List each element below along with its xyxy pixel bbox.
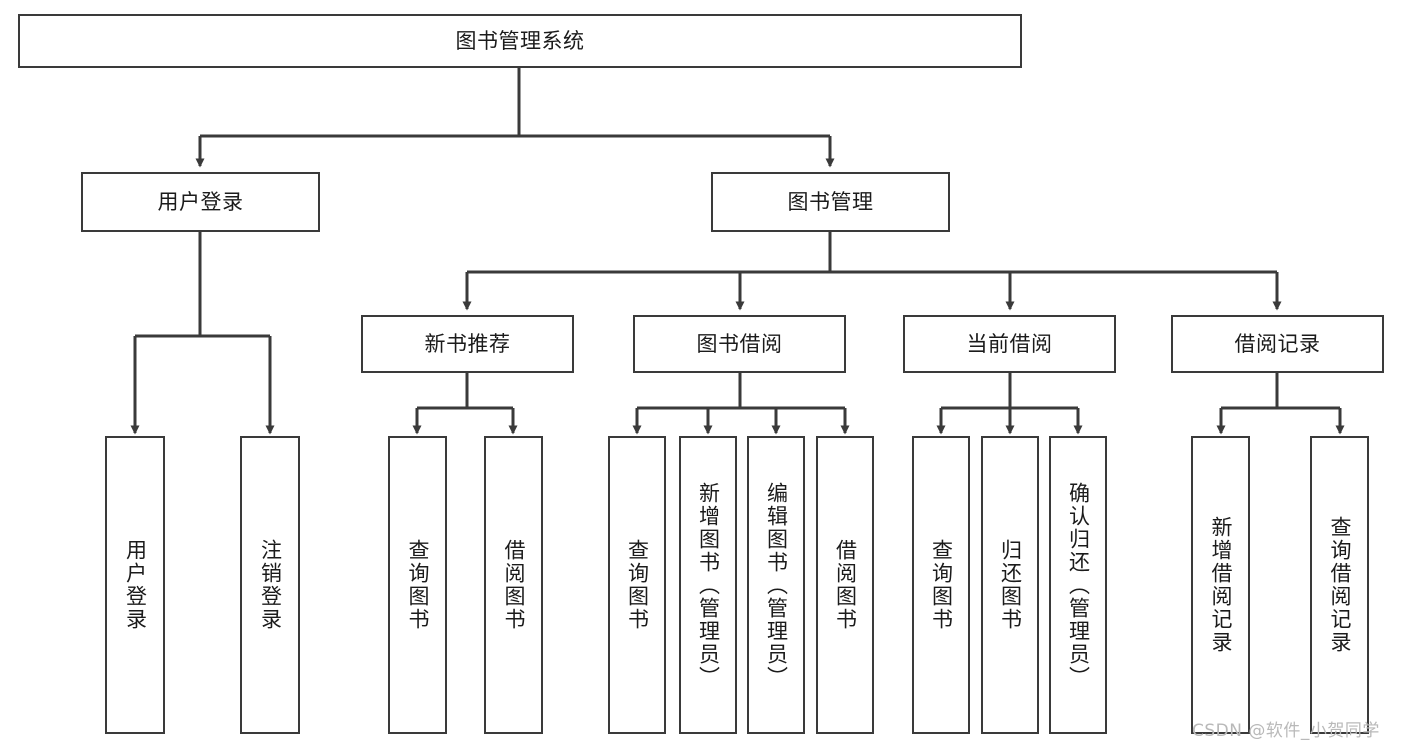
connector-group-root	[195, 68, 835, 168]
node-label: 借阅图书	[833, 539, 858, 631]
node-book-borrow[interactable]: 图书借阅	[633, 315, 846, 373]
node-label: 确认归还（管理员）	[1066, 481, 1091, 689]
node-label: 查询图书	[929, 539, 954, 631]
node-label: 图书管理系统	[455, 28, 585, 53]
node-label: 图书借阅	[696, 331, 783, 356]
leaf-query-book-recommend[interactable]: 查询图书	[388, 436, 447, 734]
connector-group-record	[1216, 373, 1345, 435]
node-current-borrow[interactable]: 当前借阅	[903, 315, 1116, 373]
leaf-confirm-return-admin[interactable]: 确认归还（管理员）	[1049, 436, 1107, 734]
connector-group-borrow	[632, 373, 850, 435]
leaf-query-book-borrow[interactable]: 查询图书	[608, 436, 666, 734]
leaf-add-borrow-record[interactable]: 新增借阅记录	[1191, 436, 1250, 734]
node-borrow-record[interactable]: 借阅记录	[1171, 315, 1384, 373]
leaf-borrow-book[interactable]: 借阅图书	[816, 436, 874, 734]
leaf-user-login[interactable]: 用户登录	[105, 436, 165, 734]
connector-group-book-mgmt	[462, 232, 1282, 311]
leaf-return-book[interactable]: 归还图书	[981, 436, 1039, 734]
node-label: 新书推荐	[424, 331, 511, 356]
node-label: 新增图书（管理员）	[696, 481, 721, 689]
leaf-borrow-book-recommend[interactable]: 借阅图书	[484, 436, 543, 734]
leaf-query-book-current[interactable]: 查询图书	[912, 436, 970, 734]
node-label: 查询借阅记录	[1328, 516, 1352, 654]
node-label: 注销登录	[258, 539, 283, 631]
node-user-login[interactable]: 用户登录	[81, 172, 320, 232]
connector-group-new-book	[412, 373, 518, 435]
node-label: 图书管理	[787, 189, 874, 214]
node-book-management[interactable]: 图书管理	[711, 172, 950, 232]
node-label: 借阅图书	[502, 539, 526, 631]
node-new-book-recommend[interactable]: 新书推荐	[361, 315, 574, 373]
leaf-logout[interactable]: 注销登录	[240, 436, 300, 734]
node-label: 归还图书	[998, 539, 1023, 631]
node-label: 用户登录	[123, 539, 148, 631]
node-label: 查询图书	[406, 539, 430, 631]
connector-group-user-login	[130, 232, 275, 435]
node-label: 查询图书	[625, 539, 650, 631]
leaf-query-borrow-record[interactable]: 查询借阅记录	[1310, 436, 1369, 734]
node-label: 借阅记录	[1234, 331, 1321, 356]
connector-group-current-borrow	[936, 373, 1083, 435]
node-label: 编辑图书（管理员）	[764, 481, 789, 689]
leaf-add-book-admin[interactable]: 新增图书（管理员）	[679, 436, 737, 734]
node-label: 当前借阅	[966, 331, 1053, 356]
leaf-edit-book-admin[interactable]: 编辑图书（管理员）	[747, 436, 805, 734]
node-label: 用户登录	[157, 189, 244, 214]
node-label: 新增借阅记录	[1209, 516, 1233, 654]
node-root-system[interactable]: 图书管理系统	[18, 14, 1022, 68]
